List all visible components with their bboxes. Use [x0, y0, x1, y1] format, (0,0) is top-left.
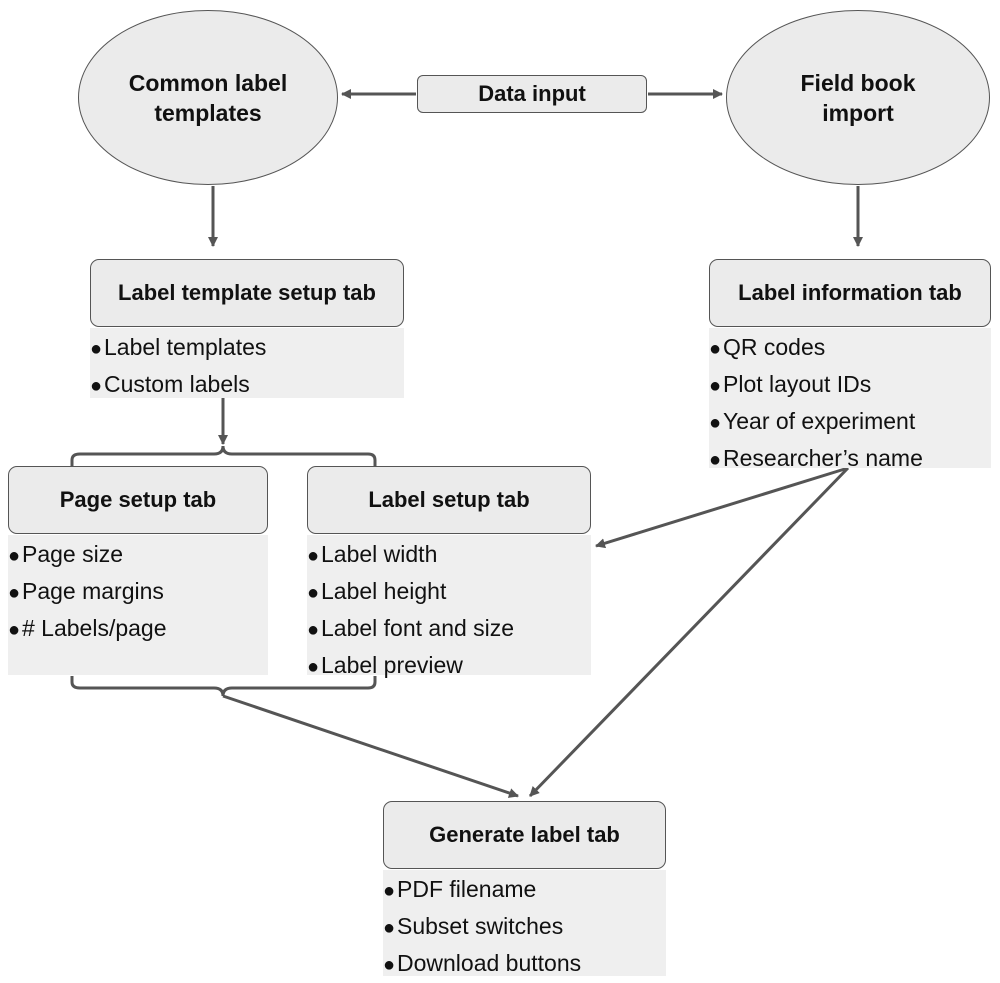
- bullet-icon: ●: [383, 917, 396, 939]
- field-book-import-label: Field book import: [800, 69, 916, 126]
- field-book-import-node: Field book import: [726, 10, 990, 185]
- list-item: ●# Labels/page: [8, 611, 268, 648]
- list-item: ●QR codes: [709, 330, 991, 367]
- list-item: ●Label height: [307, 574, 591, 611]
- page-setup-list: ●Page size ●Page margins ●# Labels/page: [8, 535, 268, 675]
- label-setup-tab-node: Label setup tab: [307, 466, 591, 534]
- label-information-list: ●QR codes ●Plot layout IDs ●Year of expe…: [709, 328, 991, 471]
- generate-label-list: ●PDF filename ●Subset switches ●Download…: [383, 870, 666, 976]
- bullet-icon: ●: [307, 545, 320, 567]
- arrow-brace-to-generate: [222, 694, 519, 798]
- bullet-icon: ●: [709, 375, 722, 397]
- list-item: ●Label preview: [307, 648, 591, 685]
- bullet-icon: ●: [8, 619, 21, 641]
- bullet-icon: ●: [307, 582, 320, 604]
- common-label-templates-node: Common label templates: [78, 10, 338, 185]
- label-information-tab-label: Label information tab: [738, 280, 962, 305]
- bullet-icon: ●: [383, 954, 396, 976]
- list-item: ●PDF filename: [383, 872, 666, 909]
- label-setup-tab-label: Label setup tab: [368, 487, 530, 512]
- bullet-icon: ●: [8, 545, 21, 567]
- generate-label-tab-label: Generate label tab: [429, 822, 620, 847]
- bullet-icon: ●: [383, 880, 396, 902]
- data-input-node: Data input: [417, 75, 647, 113]
- list-item: ●Label width: [307, 537, 591, 574]
- label-setup-list: ●Label width ●Label height ●Label font a…: [307, 535, 591, 678]
- top-brace: [70, 445, 377, 466]
- bullet-icon: ●: [709, 338, 722, 360]
- list-item: ●Subset switches: [383, 909, 666, 946]
- label-template-setup-list: ●Label templates ●Custom labels: [90, 328, 404, 398]
- list-item: ●Year of experiment: [709, 404, 991, 441]
- label-information-tab-node: Label information tab: [709, 259, 991, 327]
- page-setup-tab-label: Page setup tab: [59, 487, 217, 512]
- bullet-icon: ●: [709, 449, 722, 471]
- bullet-icon: ●: [709, 412, 722, 434]
- list-item: ●Label templates: [90, 330, 404, 367]
- list-item: ●Download buttons: [383, 946, 666, 983]
- label-template-setup-tab-node: Label template setup tab: [90, 259, 404, 327]
- arrow-info-to-generate: [528, 466, 850, 798]
- data-input-label: Data input: [478, 81, 586, 106]
- arrow-info-to-label-setup: [595, 466, 849, 549]
- list-item: ●Page margins: [8, 574, 268, 611]
- page-setup-tab-node: Page setup tab: [8, 466, 268, 534]
- bullet-icon: ●: [307, 619, 320, 641]
- bullet-icon: ●: [90, 338, 103, 360]
- label-template-setup-tab-label: Label template setup tab: [118, 280, 376, 305]
- list-item: ●Page size: [8, 537, 268, 574]
- common-label-templates-label: Common label templates: [128, 69, 288, 126]
- bullet-icon: ●: [307, 656, 320, 678]
- list-item: ●Custom labels: [90, 367, 404, 404]
- list-item: ●Researcher’s name: [709, 441, 991, 478]
- list-item: ●Plot layout IDs: [709, 367, 991, 404]
- list-item: ●Label font and size: [307, 611, 591, 648]
- generate-label-tab-node: Generate label tab: [383, 801, 666, 869]
- bullet-icon: ●: [90, 375, 103, 397]
- bullet-icon: ●: [8, 582, 21, 604]
